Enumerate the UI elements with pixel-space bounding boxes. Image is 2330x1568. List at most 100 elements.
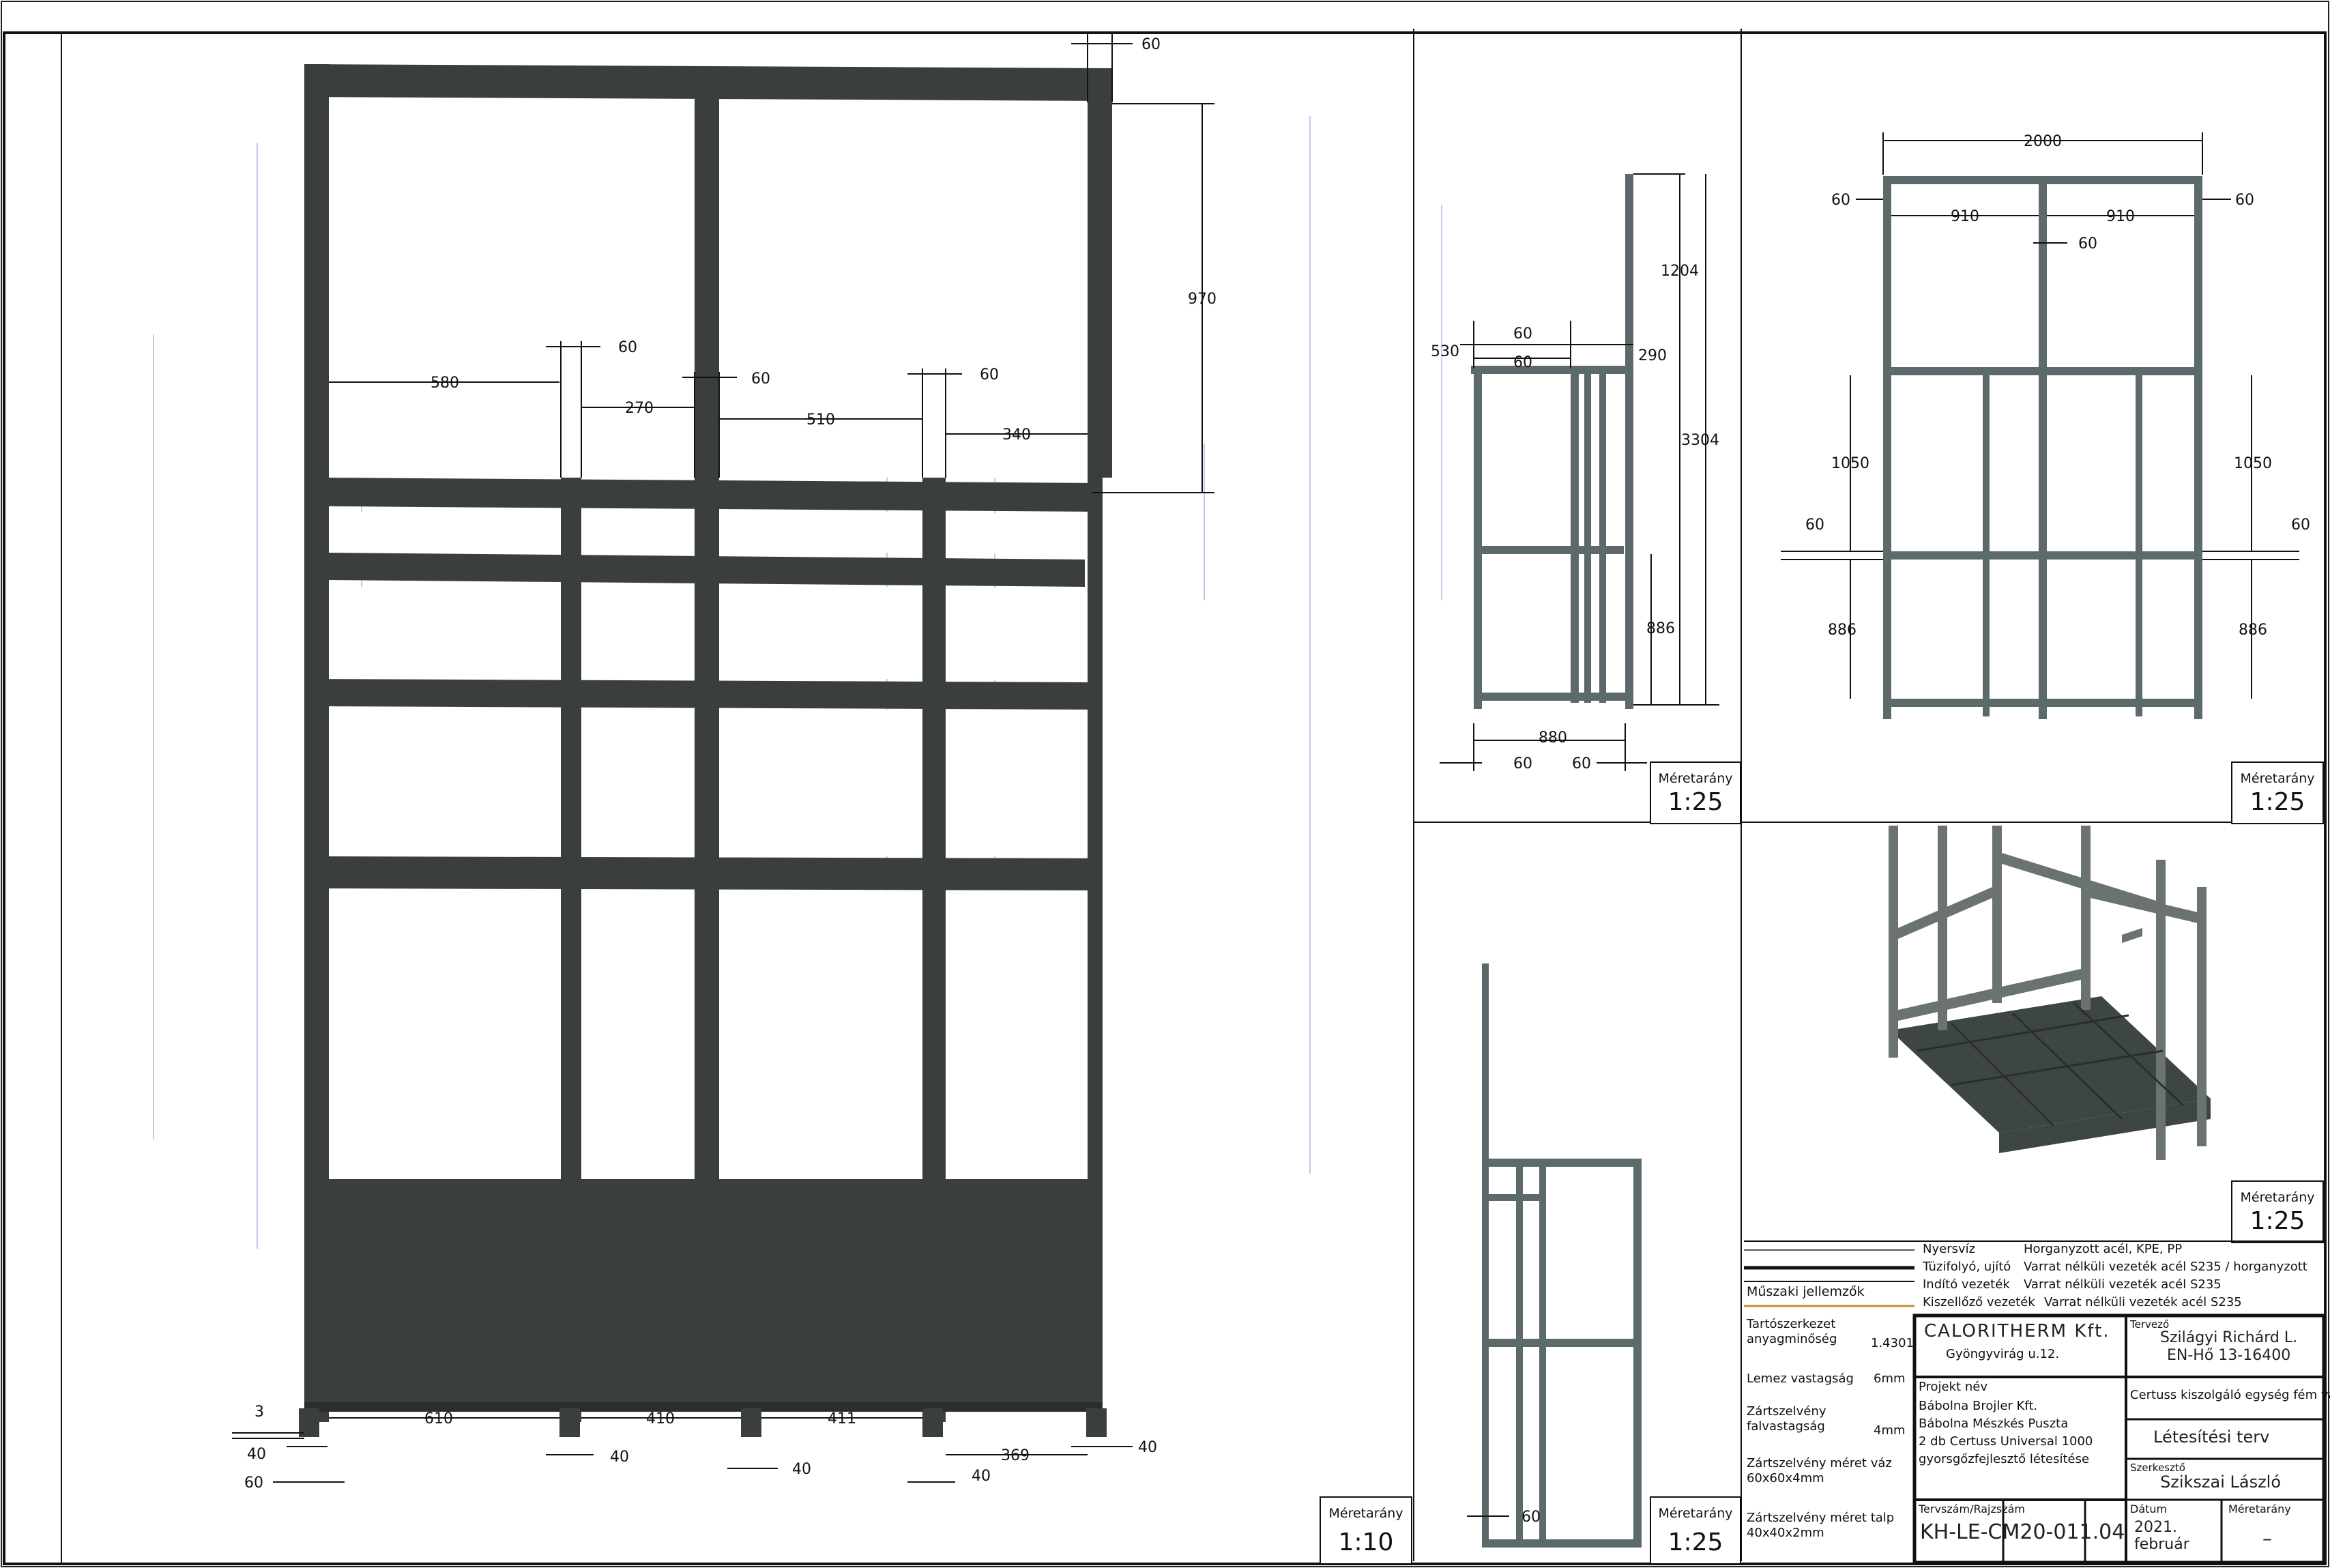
legend-4: Kiszellőző vezeték (1923, 1295, 2035, 1309)
front-dim-510: 510 (806, 411, 835, 429)
side-dim-60b: 60 (1513, 354, 1532, 371)
front-dim-610: 610 (424, 1410, 453, 1427)
date-label: Dátum (2130, 1502, 2168, 1515)
iso-scale-value: 1:25 (2249, 1207, 2305, 1235)
side2-view-frame (1482, 963, 1642, 1548)
tb-scale-value: – (2262, 1527, 2272, 1550)
project-line-3: 2 db Certuss Universal 1000 (1919, 1434, 2093, 1449)
front-dim-60a: 60 (618, 339, 637, 356)
front-scale-box: Méretarány 1:10 (1320, 1496, 1412, 1565)
front-scale-label: Méretarány (1328, 1506, 1403, 1521)
front-dim-60c: 60 (980, 366, 999, 383)
side-scale-value: 1:25 (1668, 788, 1723, 816)
front-dim-3: 3 (254, 1404, 264, 1421)
side-dim-60c: 60 (1513, 755, 1532, 772)
drawing-number: KH-LE-CM20-011.04 (1920, 1520, 2125, 1544)
side-dim-290: 290 (1638, 347, 1667, 364)
back-view-frame (1883, 176, 2202, 719)
front-scale-value: 1:10 (1338, 1528, 1394, 1556)
legend-3: Indító vezeték (1923, 1277, 2010, 1292)
side-dim-60d: 60 (1572, 755, 1591, 772)
back-dim-910a: 910 (1951, 208, 1979, 225)
project-line-1: Bábolna Brojler Kft. (1919, 1399, 2038, 1413)
company-name: CALORITHERM Kft. (1924, 1321, 2110, 1341)
front-dim-40e: 40 (1138, 1439, 1157, 1456)
project-line-2: Bábolna Mészkés Puszta (1919, 1417, 2069, 1431)
legend-4b: Varrat nélküli vezeték acél S235 (2044, 1295, 2242, 1309)
front-dim-970: 970 (1188, 291, 1217, 308)
row1-value: 1.4301 (1871, 1336, 1914, 1350)
front-dim-60-top: 60 (1141, 36, 1161, 53)
iso-scale-box: Méretarány 1:25 (2231, 1180, 2324, 1243)
back-dim-886b: 886 (2239, 622, 2267, 639)
side-dim-3304: 3304 (1681, 432, 1719, 449)
title-block-lines (1744, 1240, 2325, 1564)
side-scale-label: Méretarány (1658, 771, 1733, 786)
legend-1b: Horganyzott acél, KPE, PP (2024, 1242, 2183, 1256)
back-dim-60a: 60 (1831, 192, 1850, 209)
front-dim-411: 411 (828, 1410, 856, 1427)
back-dim-60c: 60 (2078, 235, 2097, 252)
drawn-by-label: Szerkesztő (2130, 1462, 2185, 1474)
back-scale-value: 1:25 (2249, 788, 2305, 816)
side-dim-886: 886 (1646, 620, 1675, 637)
legend-2b: Varrat nélküli vezeték acél S235 / horga… (2024, 1260, 2307, 1274)
front-dim-60b: 60 (751, 371, 770, 388)
side2-scale-value: 1:25 (1668, 1528, 1723, 1556)
front-dim-270: 270 (625, 400, 654, 417)
side-scale-box: Méretarány 1:25 (1650, 761, 1741, 824)
company-address: Gyöngyvirág u.12. (1946, 1347, 2060, 1361)
back-dim-60b: 60 (2235, 192, 2254, 209)
row1-label: Tartószerkezet anyagminőség (1747, 1317, 1837, 1346)
side2-dim-60: 60 (1521, 1509, 1541, 1526)
side2-scale-label: Méretarány (1658, 1506, 1733, 1521)
row4-label: Zártszelvény méret váz 60x60x4mm (1747, 1456, 1892, 1485)
back-dim-2000: 2000 (2024, 133, 2062, 150)
drawing-subject: Certuss kiszolgáló egység fém váz (2130, 1388, 2330, 1402)
side-view-frame (1471, 174, 1633, 709)
side2-scale-box: Méretarány 1:25 (1650, 1496, 1741, 1565)
front-dim-410: 410 (646, 1410, 675, 1427)
legend-2: Tüzifolyó, ujító (1923, 1260, 2011, 1274)
iso-scale-label: Méretarány (2240, 1190, 2315, 1205)
row2-value: 6mm (1874, 1371, 1906, 1386)
front-dim-40a: 40 (247, 1446, 266, 1463)
drawn-by: Szikszai László (2160, 1472, 2282, 1492)
side-dim-60a: 60 (1513, 325, 1532, 343)
legend-1: Nyersvíz (1923, 1242, 1976, 1256)
back-dim-60d: 60 (1805, 517, 1824, 534)
front-dim-340: 340 (1002, 426, 1031, 444)
designer-label: Tervező (2130, 1318, 2170, 1331)
back-dim-60e: 60 (2291, 517, 2310, 534)
side-dim-1204: 1204 (1661, 263, 1699, 280)
date-value: 2021. február (2134, 1519, 2189, 1553)
tb-scale-label: Méretarány (2228, 1502, 2291, 1515)
drawing-number-label: Tervszám/Rajzszám (1919, 1502, 2025, 1515)
front-dim-369: 369 (1001, 1447, 1030, 1464)
row2-label: Lemez vastagság (1747, 1371, 1854, 1386)
side-dim-880: 880 (1539, 729, 1567, 746)
back-dim-886a: 886 (1828, 622, 1856, 639)
row5-label: Zártszelvény méret talp 40x40x2mm (1747, 1511, 1895, 1540)
designer-registration: EN-Hő 13-16400 (2167, 1347, 2291, 1364)
front-view-frame (299, 64, 1112, 1437)
legend-3b: Varrat nélküli vezeték acél S235 (2024, 1277, 2222, 1292)
front-dim-60d: 60 (244, 1475, 263, 1492)
section-title: Műszaki jellemzők (1747, 1284, 1865, 1299)
side-dim-530: 530 (1431, 343, 1459, 360)
front-dim-40c: 40 (792, 1461, 811, 1478)
front-dim-580: 580 (431, 375, 459, 392)
project-line-4: gyorsgőzfejlesztő létesítése (1919, 1452, 2090, 1466)
row3-label: Zártszelvény falvastagság (1747, 1404, 1826, 1434)
back-scale-label: Méretarány (2240, 771, 2315, 786)
back-dim-910b: 910 (2106, 208, 2135, 225)
designer-name: Szilágyi Richárd L. (2160, 1329, 2298, 1346)
title-block: Nyersvíz Horganyzott acél, KPE, PP Tüzif… (1744, 1240, 2330, 1564)
drawing-phase: Létesítési terv (2153, 1427, 2270, 1447)
front-dim-40d: 40 (972, 1468, 991, 1485)
row3-value: 4mm (1874, 1423, 1906, 1438)
front-dim-40b: 40 (610, 1449, 629, 1466)
project-label: Projekt név (1919, 1380, 1987, 1394)
back-dim-1050a: 1050 (1831, 455, 1869, 472)
